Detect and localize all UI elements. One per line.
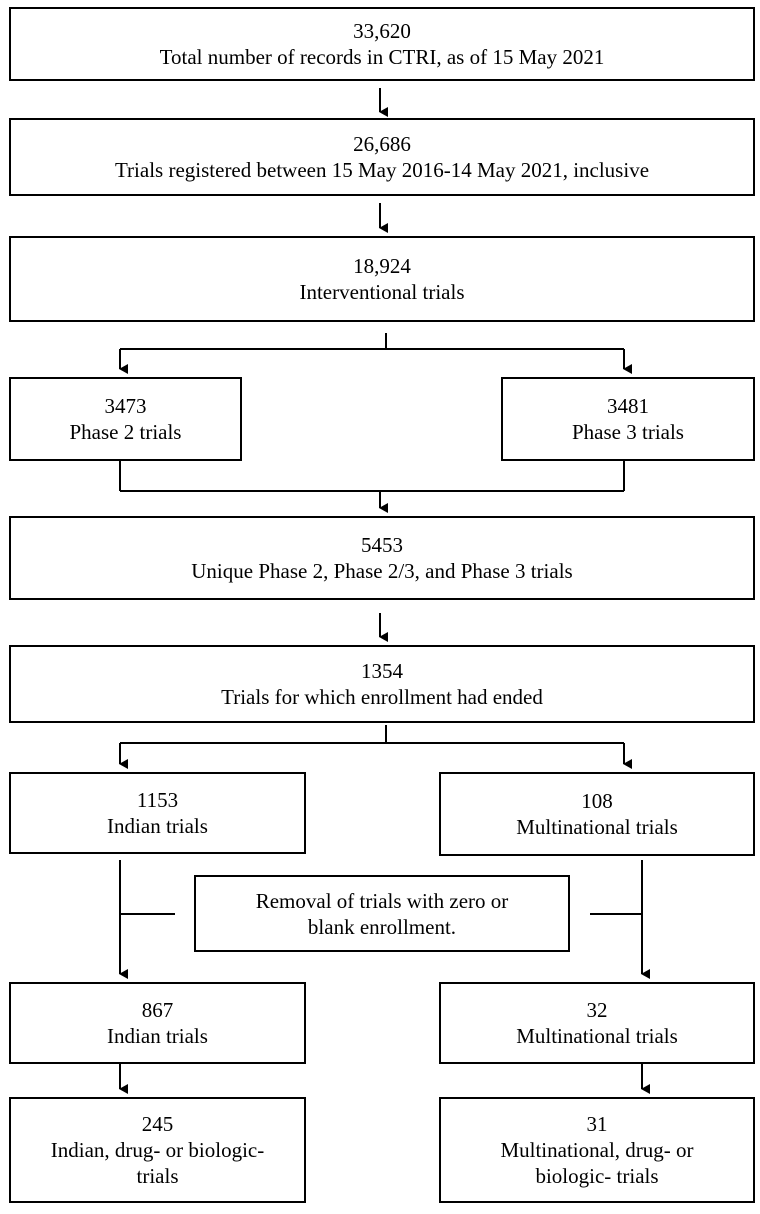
- indian-final-line-2: trials: [136, 1164, 179, 1188]
- box-phase2: 3473 Phase 2 trials: [9, 377, 242, 461]
- removal-line-2: blank enrollment.: [307, 914, 457, 939]
- indian-2-label: Indian trials: [107, 1024, 208, 1048]
- box-multinational-2: 32 Multinational trials: [439, 982, 755, 1064]
- registered-window-label: Trials registered between 15 May 2016-14…: [114, 158, 650, 182]
- multinational-2-label: Multinational trials: [516, 1024, 678, 1048]
- box-indian-1: 1153 Indian trials: [9, 772, 306, 854]
- indian-1-label: Indian trials: [107, 814, 208, 838]
- box-indian-2: 867 Indian trials: [9, 982, 306, 1064]
- multinational-2-count: 32: [586, 998, 608, 1022]
- interventional-label: Interventional trials: [299, 280, 465, 304]
- enrollment-ended-label: Trials for which enrollment had ended: [221, 685, 543, 709]
- interventional-count: 18,924: [353, 254, 411, 278]
- multinational-final-count: 31: [586, 1112, 608, 1136]
- box-phase3: 3481 Phase 3 trials: [501, 377, 755, 461]
- box-unique-phases: 5453 Unique Phase 2, Phase 2/3, and Phas…: [9, 516, 755, 600]
- box-removal: Removal of trials with zero or blank enr…: [194, 875, 570, 952]
- box-total-records: 33,620 Total number of records in CTRI, …: [9, 7, 755, 81]
- total-records-count: 33,620: [353, 19, 411, 43]
- indian-final-line-1: Indian, drug- or biologic-: [50, 1138, 265, 1162]
- box-indian-final: 245 Indian, drug- or biologic- trials: [9, 1097, 306, 1203]
- phase3-count: 3481: [607, 394, 649, 418]
- multinational-1-label: Multinational trials: [516, 815, 678, 839]
- multinational-1-count: 108: [581, 789, 613, 813]
- unique-phases-count: 5453: [361, 533, 403, 557]
- box-multinational-final: 31 Multinational, drug- or biologic- tri…: [439, 1097, 755, 1203]
- indian-2-count: 867: [141, 998, 174, 1022]
- phase2-count: 3473: [104, 394, 147, 418]
- box-interventional: 18,924 Interventional trials: [9, 236, 755, 322]
- enrollment-ended-count: 1354: [361, 659, 403, 683]
- registered-window-count: 26,686: [353, 132, 411, 156]
- phase2-label: Phase 2 trials: [69, 420, 182, 444]
- indian-final-count: 245: [141, 1112, 174, 1136]
- box-registered-window: 26,686 Trials registered between 15 May …: [9, 118, 755, 196]
- indian-1-count: 1153: [136, 788, 179, 812]
- unique-phases-label: Unique Phase 2, Phase 2/3, and Phase 3 t…: [191, 559, 573, 583]
- multinational-final-line-1: Multinational, drug- or: [500, 1138, 694, 1162]
- phase3-label: Phase 3 trials: [572, 420, 684, 444]
- multinational-final-line-2: biologic- trials: [535, 1164, 659, 1188]
- box-multinational-1: 108 Multinational trials: [439, 772, 755, 856]
- total-records-label: Total number of records in CTRI, as of 1…: [159, 45, 605, 69]
- removal-line-1: Removal of trials with zero or: [255, 888, 509, 913]
- box-enrollment-ended: 1354 Trials for which enrollment had end…: [9, 645, 755, 723]
